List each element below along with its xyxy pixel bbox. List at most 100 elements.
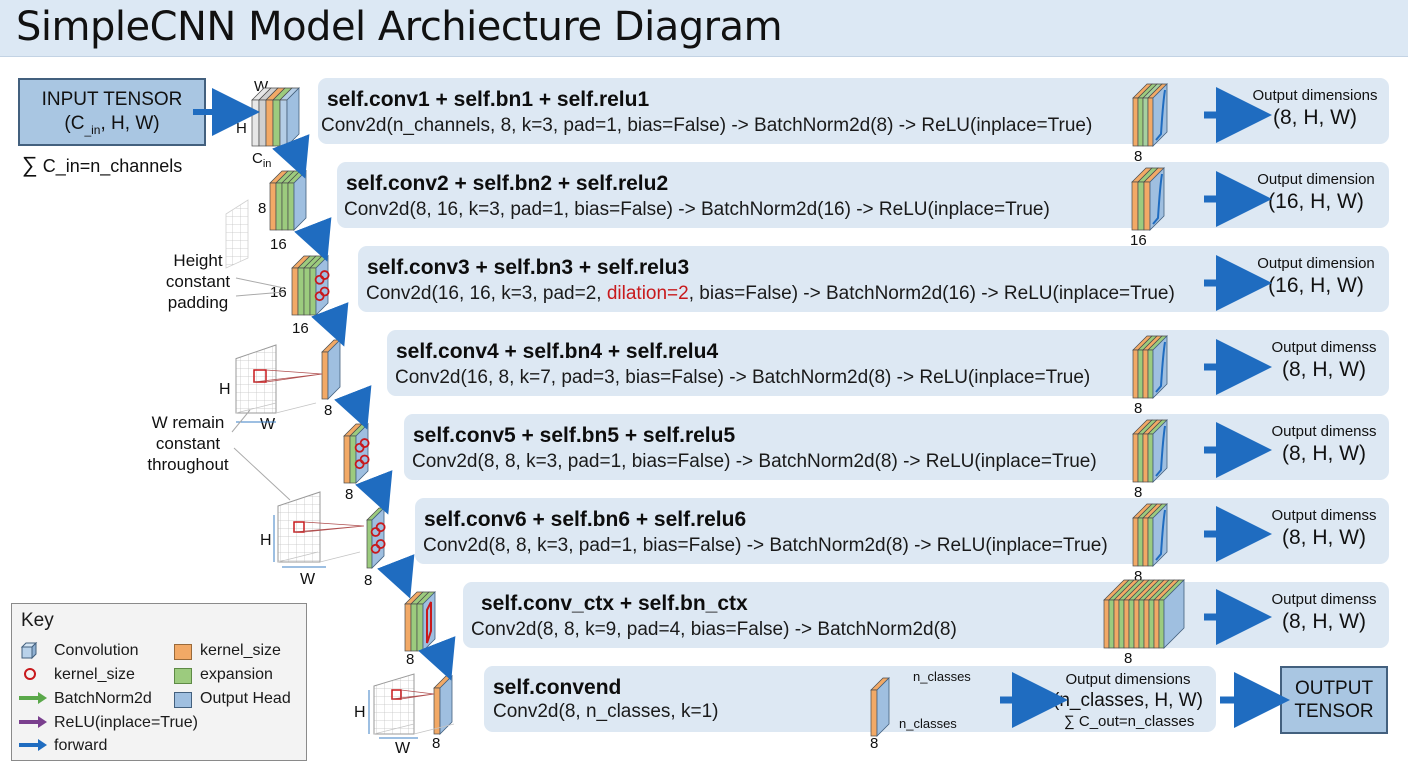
conv4-block xyxy=(321,339,341,400)
output-label: Output dimenss xyxy=(1271,339,1377,356)
output-label: Output dimension xyxy=(1257,171,1375,188)
grid-height-label: H xyxy=(354,704,366,721)
note-line: padding xyxy=(167,293,229,312)
kernel-circle-icon xyxy=(370,527,381,537)
grid-width-label: W xyxy=(260,416,276,433)
sum-text: C_out=n_classes xyxy=(1078,713,1195,730)
output-tensor-box: OUTPUT TENSOR xyxy=(1280,666,1388,734)
output-dimension: (16, H, W) xyxy=(1268,190,1364,213)
kernel-circle-icon xyxy=(359,454,370,465)
stage-title: self.conv2 + self.bn2 + self.relu2 xyxy=(346,172,669,195)
page-title: SimpleCNN Model Archiecture Diagram xyxy=(16,4,783,50)
sum-text: C_in=n_channels xyxy=(42,156,183,176)
grid-height-label: H xyxy=(260,532,272,549)
output-block-1 xyxy=(1132,83,1168,147)
output-channel-label: 8 xyxy=(1134,484,1143,501)
title-bar: SimpleCNN Model Archiecture Diagram xyxy=(0,0,1408,57)
pointer-line xyxy=(235,277,285,297)
block-channel-label: 16 xyxy=(270,236,287,253)
output-channel-label: 16 xyxy=(1130,232,1147,249)
block-channel-label: 8 xyxy=(345,486,354,503)
stage-panel-8: self.convend Conv2d(8, n_classes, k=1) n… xyxy=(484,666,1216,732)
input-block xyxy=(251,87,300,147)
grid-width-label: W xyxy=(300,571,316,588)
output-dimension: (16, H, W) xyxy=(1268,274,1364,297)
output-channel-label: 8 xyxy=(1134,400,1143,417)
output-block-2 xyxy=(1131,167,1165,231)
forward-arrow xyxy=(377,554,415,599)
stage-title: self.conv3 + self.bn3 + self.relu3 xyxy=(367,256,690,279)
sum-icon: ∑ xyxy=(22,152,38,177)
sum-icon: ∑ xyxy=(1064,713,1075,730)
relu-curve-icon xyxy=(1155,425,1166,477)
legend-label: Convolution xyxy=(54,642,139,659)
conv6-block xyxy=(366,507,386,569)
note-line: throughout xyxy=(147,455,229,474)
relu-curve-icon xyxy=(1155,341,1166,393)
forward-arrow xyxy=(418,636,456,681)
stage-description: Conv2d(n_channels, 8, k=3, pad=1, bias=F… xyxy=(321,115,1093,136)
pointer-line xyxy=(231,409,291,501)
channels-label: Cin xyxy=(252,150,271,170)
block-channel-label: 16 xyxy=(292,320,309,337)
block-channel-label: 8 xyxy=(432,735,441,752)
block-channel-label: 8 xyxy=(258,200,267,217)
kernel-window-icon xyxy=(253,369,267,383)
block-channel-label: 8 xyxy=(406,651,415,668)
output-channel-sum: ∑ C_out=n_classes xyxy=(1064,713,1194,730)
blue-swatch xyxy=(174,692,192,708)
legend-label: kernel_size xyxy=(54,666,135,683)
input-channel-sum: ∑ C_in=n_channels xyxy=(22,152,182,178)
kernel-circle-icon xyxy=(319,286,330,297)
channels-main: C xyxy=(252,150,263,167)
forward-arrow xyxy=(334,385,372,430)
green-swatch xyxy=(174,668,192,684)
shape-part: , H, W) xyxy=(100,113,160,134)
dilation-highlight: dilation=2 xyxy=(606,283,689,304)
block-channel-label: 8 xyxy=(364,572,373,589)
kernel-circle-icon xyxy=(375,539,386,549)
conv5-block xyxy=(343,423,370,484)
stage-description: Conv2d(16, 8, k=7, pad=3, bias=False) ->… xyxy=(395,367,1091,388)
legend-label: expansion xyxy=(200,666,273,683)
legend-label: Output Head xyxy=(200,690,291,707)
grid-height-label: H xyxy=(219,381,231,398)
height-note: Height constant padding xyxy=(142,250,254,313)
conv1-block xyxy=(269,170,307,231)
stage-title: self.conv4 + self.bn4 + self.relu4 xyxy=(396,340,719,363)
note-line: W remain xyxy=(151,413,225,432)
cube-icon xyxy=(20,642,38,660)
stage-description: Conv2d(8, 8, k=3, pad=1, bias=False) -> … xyxy=(412,451,1097,472)
kernel-square-icon xyxy=(426,601,432,644)
output-dimension: (8, H, W) xyxy=(1282,610,1366,633)
output-block-4 xyxy=(1132,335,1168,399)
note-line: constant xyxy=(165,272,231,291)
stage-description: Conv2d(8, 16, k=3, pad=1, bias=False) ->… xyxy=(344,199,1050,220)
red-circle-icon xyxy=(24,668,36,680)
output-dimension: (8, H, W) xyxy=(1282,526,1366,549)
legend-label: forward xyxy=(54,737,108,754)
receptive-grid xyxy=(277,491,365,563)
output-label: Output dimension xyxy=(1257,255,1375,272)
desc-part: , bias=False) -> BatchNorm2d(16) -> ReLU… xyxy=(688,283,1175,304)
output-block-5 xyxy=(1132,419,1168,483)
block-channel-label: 8 xyxy=(324,402,333,419)
channels-subscript: in xyxy=(262,158,272,170)
legend-label: kernel_size xyxy=(200,642,281,659)
output-dimension: (8, H, W) xyxy=(1282,358,1366,381)
kernel-circle-icon xyxy=(370,543,381,554)
receptive-grid xyxy=(235,344,323,414)
forward-arrow xyxy=(294,217,332,262)
stage-title: self.convend xyxy=(493,676,622,699)
output-channel-label: 8 xyxy=(1124,650,1133,667)
output-label: Output dimensions xyxy=(1252,87,1378,104)
blue-arrow-icon xyxy=(19,739,47,751)
note-line: constant xyxy=(155,434,221,453)
stage-title: self.conv6 + self.bn6 + self.relu6 xyxy=(424,508,747,531)
background-grid xyxy=(225,199,249,269)
output-channel-label: 8 xyxy=(1134,148,1143,165)
output-label: Output dimenss xyxy=(1271,591,1377,608)
relu-curve-icon xyxy=(1155,89,1166,141)
stage-description: Conv2d(16, 16, k=3, pad=2, dilation=2, b… xyxy=(366,283,1175,305)
output-label: Output dimenss xyxy=(1271,507,1377,524)
